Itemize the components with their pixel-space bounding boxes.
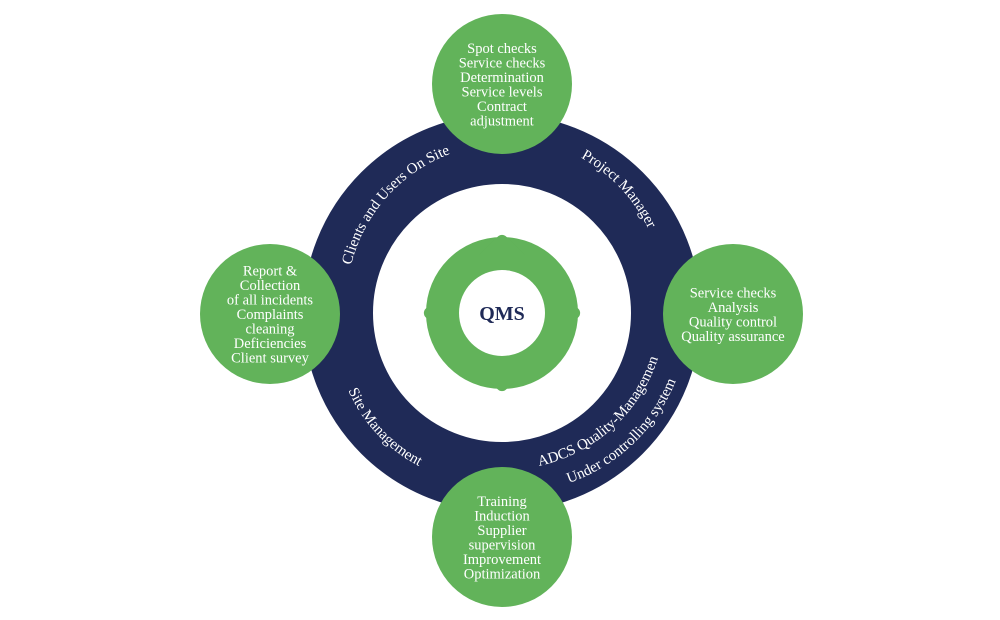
node-top-line: Service levels (462, 84, 543, 100)
node-right-line: Service checks (690, 285, 777, 301)
node-bottom-line: Improvement (463, 552, 541, 568)
compass-hole (459, 270, 545, 356)
node-top-line: adjustment (470, 113, 534, 129)
node-left-line: Deficiencies (234, 336, 307, 352)
node-top-line: Contract (477, 99, 527, 115)
node-left-line: Collection (240, 278, 301, 294)
node-top-line: Spot checks (467, 41, 537, 57)
node-bottom-line: Supplier (477, 523, 526, 539)
node-bottom-line: Optimization (464, 566, 541, 582)
node-bottom-lines: TrainingInductionSuppliersupervisionImpr… (463, 494, 541, 583)
node-bottom: TrainingInductionSuppliersupervisionImpr… (432, 467, 572, 607)
node-right-circle (663, 244, 803, 384)
node-top-line: Determination (460, 70, 545, 86)
node-left-line: of all incidents (227, 293, 314, 309)
center-compass: QMS (423, 234, 581, 392)
node-bottom-line: Induction (474, 508, 530, 524)
node-bottom-circle (432, 467, 572, 607)
node-top-circle (432, 14, 572, 154)
node-left-line: Client survey (231, 351, 309, 367)
center-label: QMS (479, 303, 525, 325)
node-left-line: Report & (243, 264, 298, 280)
node-left-line: Complaints (237, 307, 304, 323)
node-right-line: Analysis (708, 300, 759, 316)
node-top-line: Service checks (459, 55, 546, 71)
node-bottom-line: Training (477, 494, 526, 510)
node-left-circle (200, 244, 340, 384)
node-left-line: cleaning (245, 322, 294, 338)
node-right-line: Quality assurance (681, 329, 784, 345)
node-right-line: Quality control (689, 314, 777, 330)
node-bottom-line: supervision (469, 537, 537, 553)
